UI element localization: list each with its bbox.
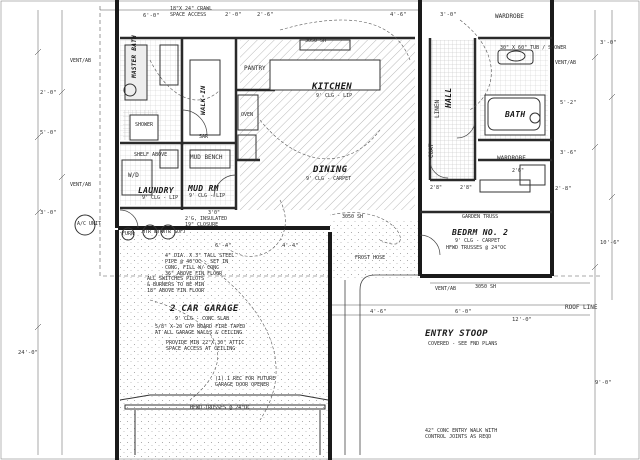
interior-walls — [120, 36, 552, 214]
label-window-3050-c: 3050 SH — [305, 38, 327, 44]
room-master-bath: MASTER BATH — [131, 34, 138, 78]
fixtures — [74, 39, 546, 241]
room-bedrm-2: BEDRM NO. 2 — [452, 228, 509, 237]
label-vent-a: VENT/AB — [70, 58, 92, 64]
room-bedrm-2-truss: HFWD TRUSSES @ 24"oc — [446, 245, 507, 251]
entry-stoop-slab — [330, 220, 420, 280]
room-walk-in: WALK-IN — [199, 85, 207, 116]
entry-walk — [344, 274, 420, 455]
label-window-3050-b: 3050 SH — [475, 284, 497, 290]
room-laundry: LAUNDRY — [138, 186, 174, 195]
label-water-softener: WTR SOFT — [162, 229, 187, 235]
room-mud-rm-ceiling: 9' CLG - LIP — [189, 193, 226, 199]
label-door-1: 2'8" — [430, 185, 443, 191]
note-attic-access: PROVIDE MIN 22"X 30" ATTIC SPACE ACCESS … — [166, 340, 245, 352]
label-oven: OVEN — [241, 112, 254, 118]
dim-8: 4'-6" — [370, 309, 387, 315]
note-garage-door-opener: (1) 1 REC FOR FUTURE GARAGE DOOR OPENER — [215, 376, 276, 388]
room-garage: 2 CAR GARAGE — [170, 304, 239, 314]
room-kitchen-ceiling: 9' CLG - LIP — [316, 93, 353, 99]
label-mud-bench: MUD BENCH — [190, 154, 223, 161]
label-sar: SAR — [199, 134, 209, 140]
dim-6: 6'-4" — [215, 243, 232, 249]
room-kitchen: KITCHEN — [312, 82, 353, 92]
garage-slab — [118, 232, 330, 460]
label-door-2: 2'8" — [460, 185, 473, 191]
label-coat: COAT — [428, 143, 435, 158]
label-garden-truss: GARDEN TRUSS — [462, 214, 499, 220]
room-entry-stoop: ENTRY STOOP — [425, 329, 488, 339]
label-attic-access: 18"X 24" CRAWL SPACE ACCESS — [170, 6, 213, 18]
dim-3: 2'-6" — [257, 12, 274, 18]
label-tub-shower: 30" X 60" TUB / SHOWER — [500, 45, 567, 51]
label-shower: SHOWER — [135, 122, 154, 128]
label-linen: LINEN — [434, 99, 441, 118]
label-vent-b: VENT/AB — [70, 182, 92, 188]
mud-rm-floor — [182, 145, 234, 205]
dim-18: 3'-0" — [40, 210, 57, 216]
label-furnace: FURN — [122, 231, 135, 237]
dim-16: 5'-0" — [40, 130, 57, 136]
dim-19: 2'-0" — [40, 90, 57, 96]
dim-10: 12'-0" — [512, 317, 532, 323]
label-vent-c: VENT/AB — [555, 60, 577, 66]
note-garage-truss: HFWD TRUSSES @ 24"oc — [190, 405, 251, 411]
dim-14: 5'-2" — [560, 100, 577, 106]
note-entry-walk: 42" CONC ENTRY WALK WITH CONTROL JOINTS … — [425, 428, 498, 440]
room-bath: BATH — [505, 110, 526, 119]
dim-4: 4'-6" — [390, 12, 407, 18]
label-shelf-above: SHELF ABOVE — [134, 152, 168, 158]
garage-door — [119, 394, 329, 455]
hall-floor — [430, 40, 475, 180]
dim-12: 3'-6" — [560, 150, 577, 156]
label-door-3: 2'6" — [512, 168, 525, 174]
room-laundry-ceiling: 9' CLG - LIP — [142, 195, 179, 201]
room-garage-ceiling: 9' CLG - CONC SLAB — [175, 316, 230, 322]
room-entry-stoop-note: COVERED - SEE FND PLANS — [428, 341, 498, 347]
label-attic-insulated: 2'G, INSULATED 19" CLOSURE — [185, 216, 228, 228]
label-vent-d: VENT/AB — [435, 286, 457, 292]
electrical-runs — [149, 19, 492, 421]
room-bedrm-2-ceiling: 9' CLG - CARPET — [455, 238, 501, 244]
dim-9: 6'-0" — [455, 309, 472, 315]
room-hall: HALL — [444, 87, 453, 108]
dim-2: 2'-0" — [225, 12, 242, 18]
label-water-heater: HTR WTR — [142, 229, 164, 235]
label-door-4: 3'0" — [208, 210, 221, 216]
room-dining-ceiling: 9' CLG - CARPET — [306, 176, 352, 182]
dim-11: 2'-8" — [555, 186, 572, 192]
room-dining: DINING — [313, 165, 348, 175]
label-washer-dryer: W/D — [128, 172, 139, 179]
dim-20: 9'-0" — [595, 380, 612, 386]
room-mud-rm: MUD RM — [188, 184, 219, 193]
dim-17: 24'-0" — [18, 350, 38, 356]
door-swings — [119, 109, 476, 256]
dim-1: 6'-0" — [143, 13, 160, 19]
dim-5: 3'-0" — [440, 12, 457, 18]
note-fire-tape: 5/8" X-20 GYP BOARD FIRE TAPED AT ALL GA… — [155, 324, 246, 336]
note-pipe-bollard: 4" DIA. X 3" TALL STEEL PIPE @ 40"oc - S… — [165, 253, 235, 277]
exterior-walls — [115, 0, 554, 460]
note-furnace-burners: ALL SWITCHES PILOTS & BURNERS TO BE MIN … — [147, 276, 205, 294]
label-window-3050-a: 3050 SH — [342, 214, 364, 220]
dim-7: 4'-4" — [282, 243, 299, 249]
label-wardrobe-top: WARDROBE — [495, 13, 524, 20]
label-frost-hose: FROST HOSE — [355, 255, 386, 261]
label-roof-line: ROOF LINE — [565, 304, 598, 311]
label-pantry: PANTRY — [244, 65, 266, 72]
label-wardrobe-bottom: WARDROBE — [497, 155, 526, 162]
label-ac-unit: A/C UNIT — [77, 221, 102, 227]
dim-15: 3'-0" — [600, 40, 617, 46]
dim-13: 10'-6" — [600, 240, 620, 246]
dimension-lines — [34, 9, 616, 455]
